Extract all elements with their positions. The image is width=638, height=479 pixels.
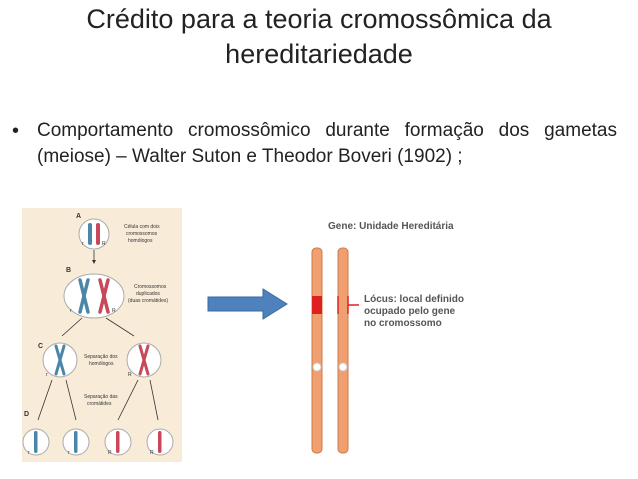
stage-c-label: C <box>38 343 43 350</box>
chromosome-red <box>96 223 100 245</box>
chromosome-blue <box>88 223 92 245</box>
gene-figure: Gene: Unidade Hereditária Lócus: local d… <box>293 212 533 462</box>
svg-text:R: R <box>108 450 112 456</box>
dup-note-line-3: (duas cromátides) <box>128 298 168 304</box>
right-arrow-icon <box>207 288 289 325</box>
sep-homologs-line-1: Separação dos <box>84 354 118 360</box>
sep-chromatids-line-2: cromátides <box>87 401 112 407</box>
dup-note-line-2: duplicados <box>136 291 160 297</box>
sep-chromatids-line-1: Separação das <box>84 394 118 400</box>
bullet-marker: • <box>12 120 20 142</box>
stage-a-label: A <box>76 213 81 220</box>
locus-line-2: ocupado pelo gene <box>364 306 456 317</box>
meiosis-figure: A r R Célula com dois cromossomos homólo… <box>22 208 182 462</box>
locus-line-3: no cromossomo <box>364 318 442 329</box>
svg-text:r: r <box>70 308 72 314</box>
stage-b-label: B <box>66 267 71 274</box>
title-line-2: hereditariedade <box>225 39 413 69</box>
dup-note-line-1: Cromossomos <box>134 284 167 290</box>
cell-note-line-3: homólogos <box>128 238 153 244</box>
cell-note-line-2: cromossomos <box>126 231 158 237</box>
svg-text:r: r <box>28 450 30 456</box>
stage-d-label: D <box>24 411 29 418</box>
chromosome-left <box>311 247 323 454</box>
locus-line-1: Lócus: local definido <box>364 294 464 305</box>
sep-homologs-line-2: homólogos <box>89 361 114 367</box>
svg-text:r: r <box>46 372 48 378</box>
svg-text:r: r <box>68 450 70 456</box>
title-line-1: Crédito para a teoria cromossômica da <box>86 4 552 34</box>
slide-title: Crédito para a teoria cromossômica da he… <box>0 2 638 72</box>
cell-note-line-1: Célula com dois <box>124 224 160 230</box>
svg-text:R: R <box>102 241 106 247</box>
svg-text:r: r <box>82 241 84 247</box>
chromosome-right <box>337 247 349 454</box>
svg-text:R: R <box>128 372 132 378</box>
svg-text:R: R <box>112 308 116 314</box>
svg-text:R: R <box>150 450 154 456</box>
gene-heading: Gene: Unidade Hereditária <box>328 221 454 232</box>
bullet-text: Comportamento cromossômico durante forma… <box>37 120 617 167</box>
locus-marker <box>312 296 322 314</box>
